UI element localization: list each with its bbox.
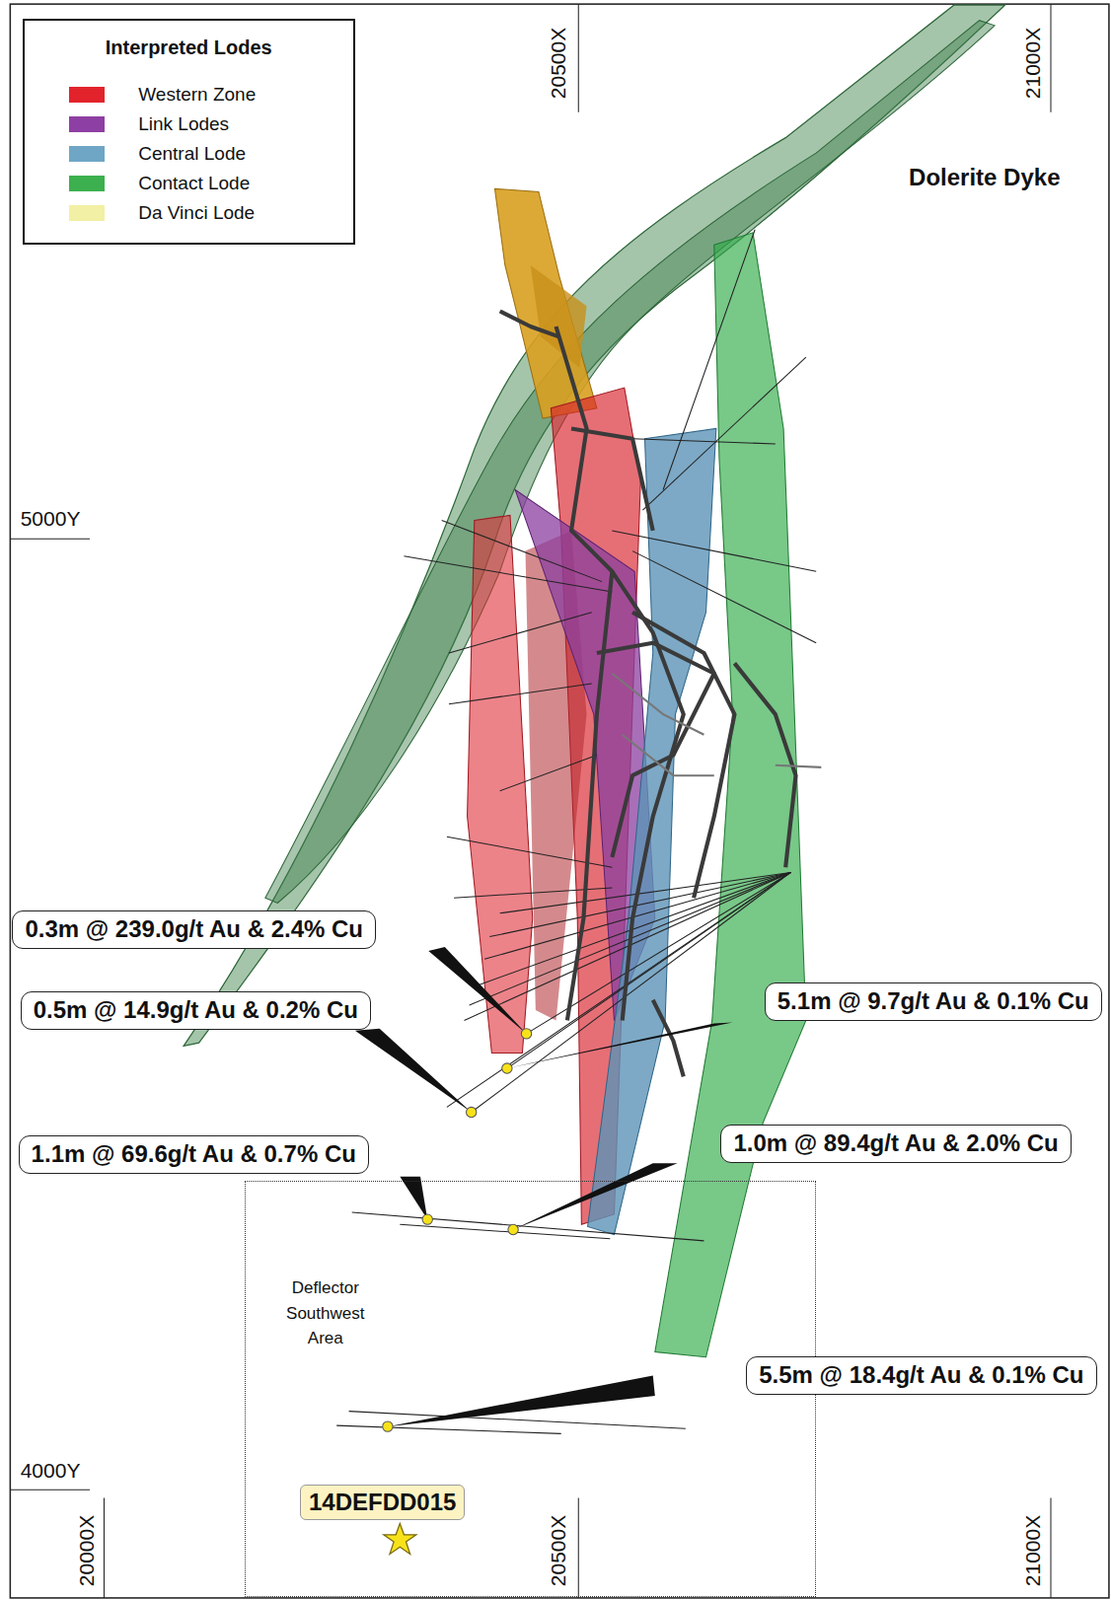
legend-text: Link Lodes [138, 113, 229, 136]
drillhole-id: 14DEFDD015 [308, 1488, 456, 1516]
assay-text: 0.3m @ 239.0g/t Au & 2.4% Cu [24, 915, 364, 943]
legend-row: Da Vinci Lode [69, 202, 255, 224]
assay-callout: 0.5m @ 14.9g/t Au & 0.2% Cu [20, 991, 371, 1031]
assay-callout: 1.0m @ 89.4g/t Au & 2.0% Cu [720, 1124, 1071, 1164]
legend-text: Da Vinci Lode [138, 202, 255, 224]
assay-callout: 1.1m @ 69.6g/t Au & 0.7% Cu [18, 1135, 370, 1175]
legend-row: Contact Lode [69, 172, 250, 195]
assay-callout: 5.1m @ 9.7g/t Au & 0.1% Cu [764, 982, 1103, 1022]
assay-text: 1.1m @ 69.6g/t Au & 0.7% Cu [31, 1140, 357, 1168]
legend-title: Interpreted Lodes [24, 36, 354, 60]
legend-row: Western Zone [69, 83, 256, 106]
drillhole-tag: 14DEFDD015 [299, 1484, 465, 1521]
grid-easting: 20500X [547, 1514, 572, 1586]
assay-text: 1.0m @ 89.4g/t Au & 2.0% Cu [733, 1129, 1058, 1157]
legend-swatch [69, 175, 105, 192]
assay-callout: 0.3m @ 239.0g/t Au & 2.4% Cu [11, 910, 376, 950]
legend-text: Contact Lode [138, 172, 250, 195]
legend-swatch [69, 146, 105, 162]
legend-swatch [69, 205, 105, 222]
grid-easting: 21000X [1021, 27, 1045, 99]
assay-callout: 5.5m @ 18.4g/t Au & 0.1% Cu [745, 1356, 1097, 1396]
assay-text: 5.1m @ 9.7g/t Au & 0.1% Cu [777, 987, 1090, 1015]
feature-name: Dolerite Dyke [908, 163, 1060, 192]
assay-text: 5.5m @ 18.4g/t Au & 0.1% Cu [758, 1361, 1084, 1389]
legend-swatch [69, 116, 105, 133]
grid-easting: 21000X [1021, 1514, 1045, 1586]
legend-text: Western Zone [138, 83, 256, 106]
grid-northing: 4000Y [20, 1459, 81, 1483]
grid-easting: 20000X [74, 1514, 99, 1586]
legend-text: Central Lode [138, 143, 246, 165]
grid-northing: 5000Y [20, 507, 81, 531]
area-name: Deflector Southwest Area [270, 1275, 381, 1352]
assay-text: 0.5m @ 14.9g/t Au & 0.2% Cu [33, 996, 359, 1024]
target-area: Deflector Southwest Area 14DEFDD015 [244, 1181, 816, 1598]
legend-row: Central Lode [69, 143, 246, 165]
legend-swatch [69, 86, 105, 103]
legend-box: Interpreted LodesWestern ZoneLink LodesC… [22, 18, 356, 246]
grid-easting: 20500X [547, 27, 572, 99]
legend-row: Link Lodes [69, 113, 229, 136]
